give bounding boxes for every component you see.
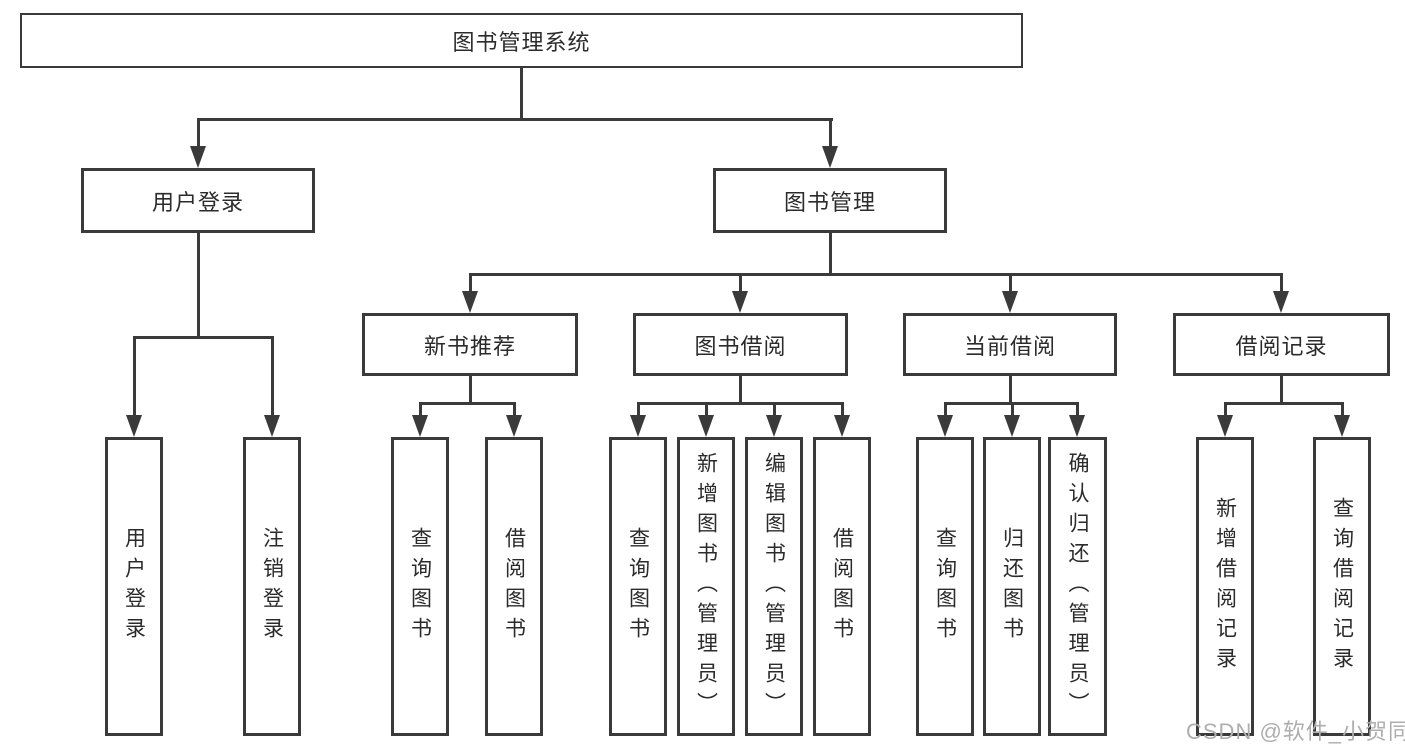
leaf-logout-label: 注销登录: [260, 526, 284, 647]
arrowhead: [630, 415, 646, 437]
connector-line: [197, 118, 833, 121]
arrowhead: [1273, 291, 1289, 313]
node-borrow-records: 借阅记录: [1173, 313, 1390, 376]
leaf-edit-book-admin: 编辑图书（管理员）: [745, 437, 803, 736]
connector-line: [705, 402, 708, 419]
connector-line: [520, 68, 523, 121]
leaf-borrow-books-recommend-label: 借阅图书: [502, 526, 526, 647]
connector-line: [419, 402, 516, 405]
connector-line: [271, 336, 274, 417]
connector-line: [829, 233, 832, 276]
leaf-borrow-books-label: 借阅图书: [830, 526, 854, 647]
node-new-book-recommend-label: 新书推荐: [423, 333, 516, 359]
arrowhead: [506, 415, 522, 437]
arrowhead: [1069, 415, 1085, 437]
leaf-query-borrow-record: 查询借阅记录: [1313, 437, 1371, 736]
node-user-login-label: 用户登录: [151, 189, 244, 215]
arrowhead: [462, 291, 478, 313]
leaf-query-books-borrow-label: 查询图书: [626, 526, 650, 647]
leaf-confirm-return-admin: 确认归还（管理员）: [1048, 437, 1107, 736]
arrowhead: [412, 415, 428, 437]
connector-line: [469, 273, 1283, 276]
arrowhead: [937, 415, 953, 437]
connector-line: [197, 233, 200, 339]
leaf-confirm-return-admin-label: 确认归还（管理员）: [1066, 451, 1089, 722]
leaf-user-login-label: 用户登录: [122, 526, 146, 647]
leaf-borrow-books: 借阅图书: [813, 437, 871, 736]
node-borrow-records-label: 借阅记录: [1235, 333, 1328, 359]
connector-line: [1224, 402, 1227, 419]
connector-line: [197, 118, 200, 152]
arrowhead: [698, 415, 714, 437]
leaf-edit-book-admin-label: 编辑图书（管理员）: [762, 451, 786, 722]
leaf-query-books-current: 查询图书: [916, 437, 974, 736]
node-book-borrow: 图书借阅: [633, 313, 848, 376]
node-user-login: 用户登录: [81, 168, 315, 233]
connector-line: [829, 118, 832, 152]
connector-line: [1011, 402, 1014, 419]
connector-line: [513, 402, 516, 419]
arrowhead: [1002, 291, 1018, 313]
leaf-query-books-recommend: 查询图书: [391, 437, 449, 736]
connector-line: [637, 402, 844, 405]
arrowhead: [264, 415, 280, 437]
connector-line: [944, 402, 947, 419]
connector-line: [1280, 376, 1283, 404]
node-new-book-recommend: 新书推荐: [362, 313, 578, 376]
connector-line: [773, 402, 776, 419]
connector-line: [739, 273, 742, 295]
node-root-label: 图书管理系统: [452, 29, 591, 55]
node-current-borrow-label: 当前借阅: [963, 333, 1056, 359]
leaf-query-books-current-label: 查询图书: [933, 526, 957, 647]
arrowhead: [126, 415, 142, 437]
connector-line: [1341, 402, 1344, 419]
connector-line: [133, 336, 274, 339]
leaf-query-books-recommend-label: 查询图书: [408, 526, 432, 647]
connector-line: [469, 273, 472, 295]
arrowhead: [732, 291, 748, 313]
leaf-query-borrow-record-label: 查询借阅记录: [1330, 496, 1354, 677]
arrowhead: [834, 415, 850, 437]
leaf-add-book-admin-label: 新增图书（管理员）: [694, 451, 718, 722]
arrowhead: [1004, 415, 1020, 437]
node-book-borrow-label: 图书借阅: [694, 333, 787, 359]
leaf-return-book: 归还图书: [983, 437, 1041, 736]
node-book-management-label: 图书管理: [783, 189, 876, 215]
leaf-user-login: 用户登录: [105, 437, 163, 736]
node-root: 图书管理系统: [20, 13, 1023, 68]
connector-line: [739, 376, 742, 404]
connector-line: [1224, 402, 1344, 405]
connector-line: [637, 402, 640, 419]
node-current-borrow: 当前借阅: [903, 313, 1117, 376]
connector-line: [419, 402, 422, 419]
connector-line: [1076, 402, 1079, 419]
arrowhead: [1217, 415, 1233, 437]
leaf-add-book-admin: 新增图书（管理员）: [677, 437, 735, 736]
arrowhead: [190, 146, 206, 168]
leaf-query-books-borrow: 查询图书: [609, 437, 667, 736]
watermark: CSDN @软件_小贺同学: [1186, 719, 1405, 744]
leaf-add-borrow-record-label: 新增借阅记录: [1213, 496, 1237, 677]
connector-line: [841, 402, 844, 419]
arrowhead: [766, 415, 782, 437]
arrowhead: [822, 146, 838, 168]
arrowhead: [1334, 415, 1350, 437]
connector-line: [1009, 273, 1012, 295]
leaf-add-borrow-record: 新增借阅记录: [1196, 437, 1254, 736]
leaf-logout: 注销登录: [243, 437, 301, 736]
connector-line: [1280, 273, 1283, 295]
connector-line: [469, 376, 472, 404]
leaf-return-book-label: 归还图书: [1000, 526, 1024, 647]
connector-line: [133, 336, 136, 417]
connector-line: [1009, 376, 1012, 404]
node-book-management: 图书管理: [713, 168, 947, 233]
leaf-borrow-books-recommend: 借阅图书: [485, 437, 543, 736]
